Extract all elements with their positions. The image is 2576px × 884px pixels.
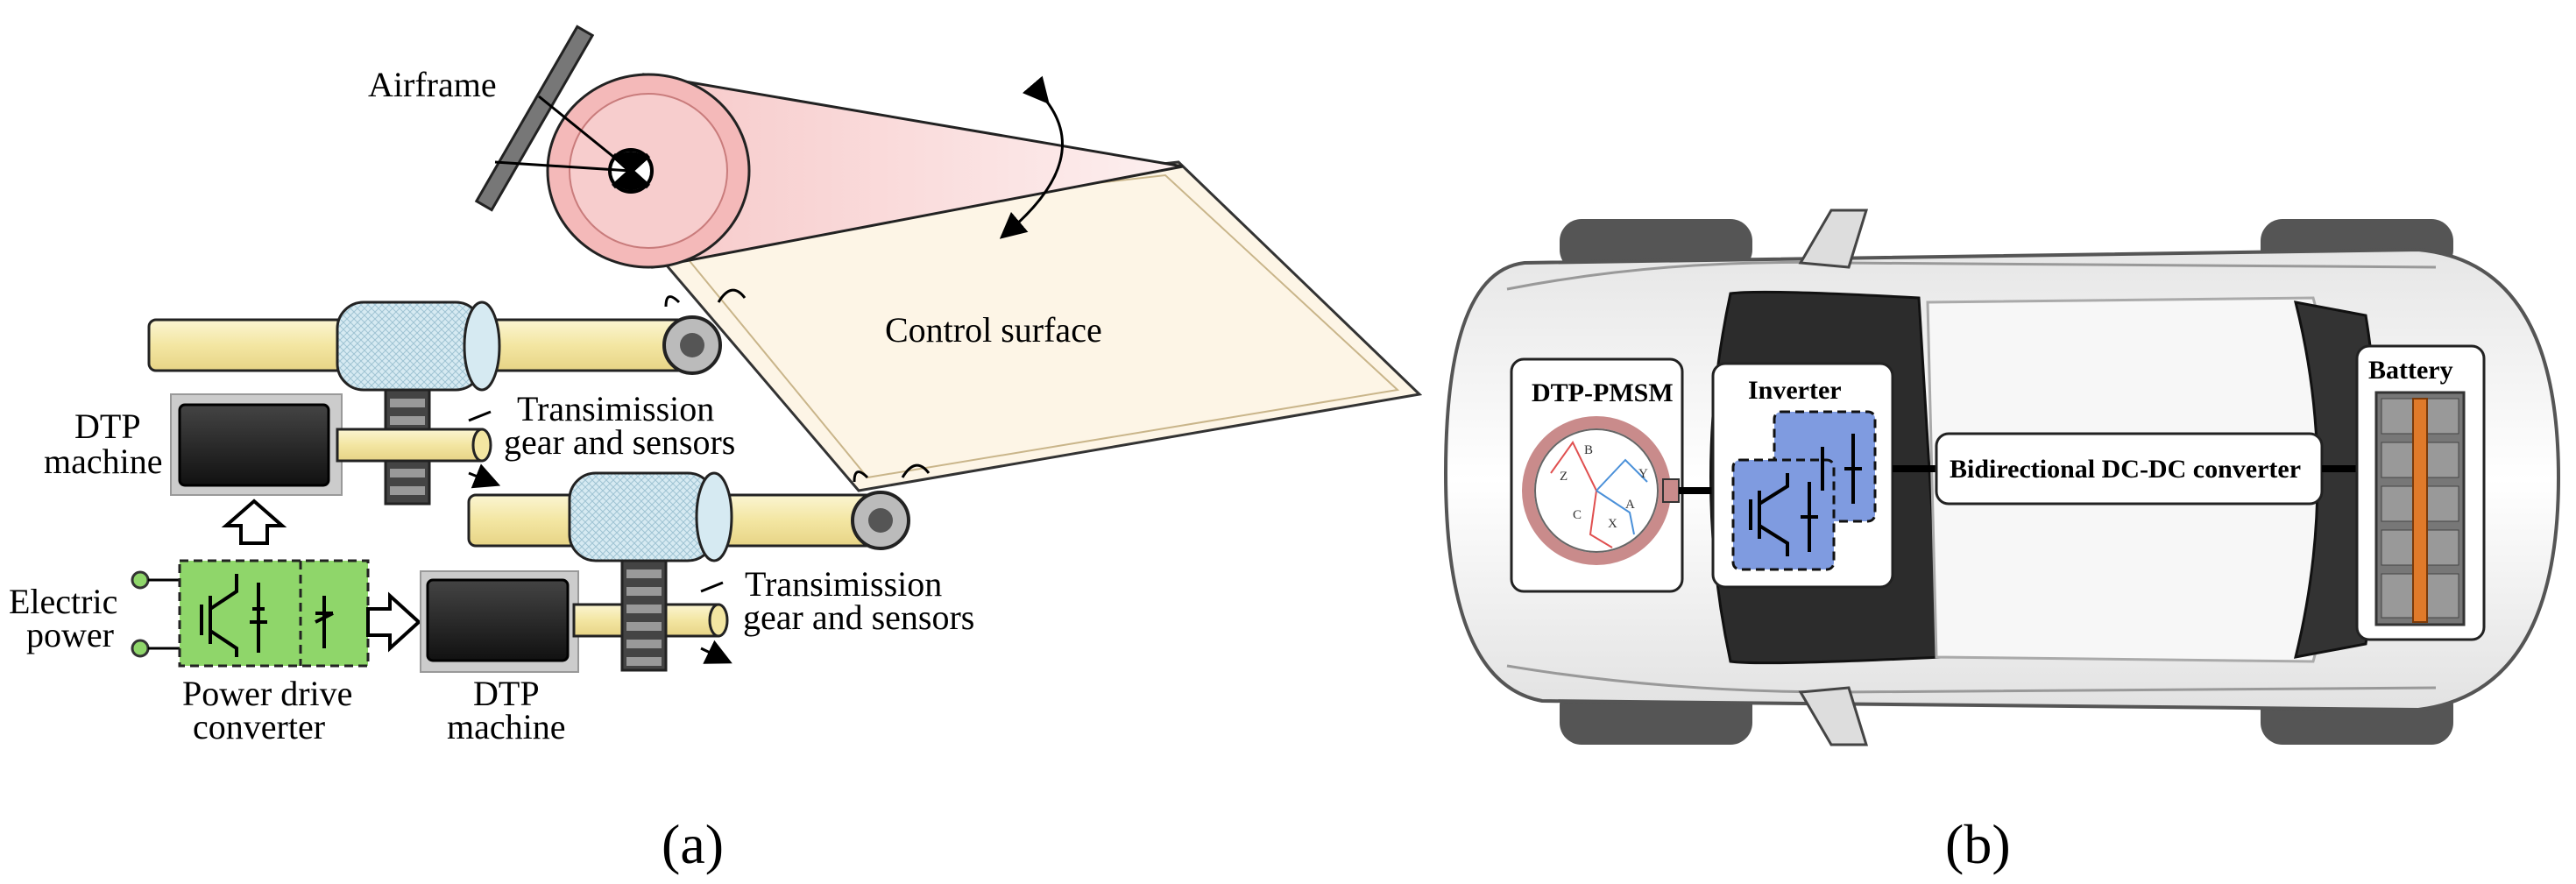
bottom-transmission-label-line2: gear and sensors (743, 598, 974, 637)
top-motor-shaft (336, 428, 484, 463)
bottom-gear (620, 559, 668, 672)
panel-b: DTP-PMSM B A C X Y Z Inverter (1443, 209, 2561, 875)
power-drive-label-line1: Power drive (182, 674, 352, 713)
bottom-dtp-label-line2: machine (447, 707, 566, 746)
panel-a: Airframe Control surface (9, 25, 1423, 875)
bottom-transmission-label-line1: Transimission (745, 564, 942, 604)
electric-power-label-line2: power (26, 615, 114, 654)
power-drive-converter (178, 559, 370, 668)
phase-y-label: Y (1638, 467, 1648, 481)
motor-label: DTP-PMSM (1532, 378, 1674, 407)
bottom-gear-teeth (626, 569, 662, 666)
caption-b: (b) (1945, 813, 2011, 875)
power-terminal-top (131, 570, 150, 590)
caption-a: (a) (662, 813, 724, 875)
phase-a-label: A (1625, 498, 1635, 512)
up-arrow-icon (221, 499, 287, 545)
inverter-label: Inverter (1748, 376, 1842, 405)
bottom-shaft-arrow (700, 581, 723, 659)
bottom-gear-housing (568, 471, 716, 562)
igbt-icon (200, 574, 334, 657)
top-shaft-arrow (468, 410, 491, 482)
bottom-pulley-hub (868, 508, 893, 533)
battery-busbar (2412, 398, 2428, 623)
top-pulley-wire (664, 288, 747, 308)
top-dtp-label-line1: DTP (74, 407, 141, 446)
right-arrow-icon (366, 591, 421, 653)
top-transmission-label-line1: Transimission (517, 389, 714, 428)
top-gear-housing-end (463, 301, 501, 392)
airframe-link-2 (494, 160, 632, 173)
phase-x-label: X (1608, 517, 1617, 531)
power-terminal-bottom (131, 639, 150, 658)
airframe-label: Airframe (368, 65, 497, 104)
mirror-top (1798, 209, 1869, 269)
battery-label: Battery (2368, 356, 2453, 385)
electric-power-label-line1: Electric (9, 582, 117, 621)
control-surface-label: Control surface (885, 310, 1102, 350)
bottom-gear-housing-end (695, 471, 733, 562)
inverter-igbt-icon (1749, 434, 1862, 556)
bottom-dtp-machine (426, 578, 570, 662)
mirror-bottom (1798, 686, 1869, 746)
bottom-dtp-label-line1: DTP (473, 674, 540, 713)
top-dtp-label-line2: machine (44, 442, 163, 481)
top-gear-housing (336, 301, 484, 392)
winding-lines (1550, 441, 1648, 548)
rotation-arrow-icon (999, 75, 1064, 239)
phase-b-label: B (1584, 443, 1593, 457)
motor-terminal (1662, 478, 1680, 503)
airframe-link-1 (538, 95, 632, 173)
top-motor-shaft-end (471, 428, 492, 463)
airframe-bar (474, 25, 595, 212)
battery-cells (2381, 398, 2459, 619)
bottom-motor-shaft-end (708, 603, 729, 638)
phase-c-label: C (1573, 508, 1582, 522)
bottom-pulley-wire (853, 463, 931, 483)
power-drive-label-line2: converter (193, 707, 325, 746)
hinge-axis-fill (616, 151, 646, 191)
top-pulley-hub (680, 333, 704, 357)
phase-z-label: Z (1560, 470, 1568, 484)
top-dtp-machine (178, 403, 330, 487)
dcdc-label: Bidirectional DC-DC converter (1950, 455, 2301, 484)
top-transmission-label-line2: gear and sensors (504, 422, 735, 462)
inverter-module-front (1731, 458, 1836, 571)
